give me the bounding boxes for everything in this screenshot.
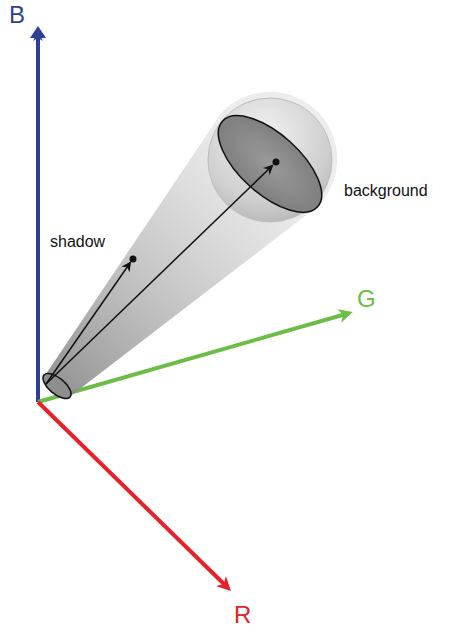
red-axis <box>38 402 226 586</box>
axis-label: G <box>357 287 376 311</box>
shadow-point <box>130 256 137 263</box>
vector-label: shadow <box>50 234 105 250</box>
background-point <box>273 159 280 166</box>
blue-axis <box>36 36 40 402</box>
shadow-vector <box>46 263 130 384</box>
color-cone <box>46 92 337 398</box>
vector-label: background <box>344 183 428 199</box>
cross-section-disc <box>202 99 337 229</box>
background-vector <box>46 166 272 384</box>
blue-axis-head <box>30 26 46 38</box>
axis-label: B <box>9 3 25 27</box>
axis-label: R <box>234 603 251 627</box>
